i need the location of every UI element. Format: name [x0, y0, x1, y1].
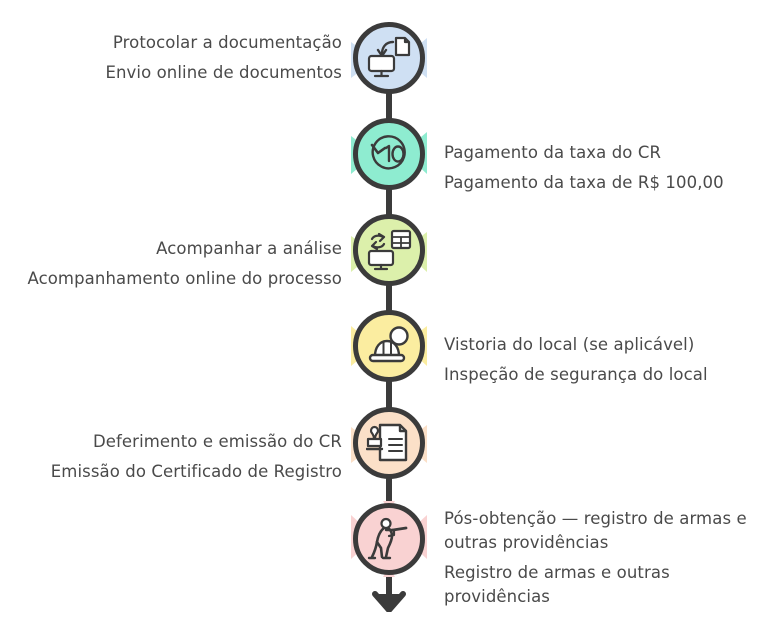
step-6-node[interactable]: [351, 501, 427, 577]
step-2-subtitle: Pagamento da taxa de R$ 100,00: [444, 173, 724, 192]
timeline-step-5[interactable]: Deferimento e emissão do CR Emissão do C…: [0, 407, 770, 503]
shooter-with-rifle-icon: [367, 517, 408, 560]
step-1-subtitle: Envio online de documentos: [105, 63, 342, 82]
step-5-node[interactable]: [351, 407, 427, 479]
step-1-circle[interactable]: [353, 22, 425, 94]
timeline-step-3[interactable]: Acompanhar a análise Acompanhamento onli…: [0, 214, 770, 310]
step-1-title: Protocolar a documentação: [112, 33, 342, 52]
step-6-subtitle: Registro de armas e outras providências: [444, 563, 670, 606]
timeline-step-2[interactable]: Pagamento da taxa do CR Pagamento da tax…: [0, 118, 770, 214]
timeline-spine: [386, 22, 392, 585]
step-3-subtitle: Acompanhamento online do processo: [27, 269, 342, 288]
step-4-node[interactable]: [351, 310, 427, 382]
step-2-labels: Pagamento da taxa do CR Pagamento da tax…: [444, 118, 770, 218]
step-4-title: Vistoria do local (se aplicável): [444, 335, 695, 354]
step-5-title: Deferimento e emissão do CR: [92, 432, 342, 451]
step-1-node[interactable]: [351, 22, 427, 94]
stamped-document-icon: [366, 423, 408, 462]
step-6-circle[interactable]: [353, 503, 425, 575]
step-3-labels: Acompanhar a análise Acompanhamento onli…: [12, 214, 342, 314]
step-5-circle[interactable]: [353, 407, 425, 479]
step-6-title: Pós-obtenção — registro de armas e outra…: [444, 509, 747, 552]
timeline-step-6[interactable]: Pós-obtenção — registro de armas e outra…: [0, 501, 770, 606]
step-2-title: Pagamento da taxa do CR: [444, 143, 662, 162]
step-2-circle[interactable]: [353, 118, 425, 190]
step-5-labels: Deferimento e emissão do CR Emissão do C…: [12, 407, 342, 507]
monitor-spreadsheet-sync-icon: [367, 229, 412, 271]
step-1-labels: Protocolar a documentação Envio online d…: [12, 22, 342, 94]
rewind-10-circular-arrow-icon: [370, 135, 406, 170]
step-4-labels: Vistoria do local (se aplicável) Inspeçã…: [444, 310, 770, 410]
timeline-end-arrow-icon: [372, 578, 406, 612]
step-4-subtitle: Inspeção de segurança do local: [444, 365, 708, 384]
step-3-circle[interactable]: [353, 214, 425, 286]
monitor-document-upload-icon: [367, 36, 411, 78]
step-2-node[interactable]: [351, 118, 427, 190]
timeline-step-1[interactable]: Protocolar a documentação Envio online d…: [0, 22, 770, 118]
timeline-step-4[interactable]: Vistoria do local (se aplicável) Inspeçã…: [0, 310, 770, 406]
step-5-subtitle: Emissão do Certificado de Registro: [50, 462, 342, 481]
step-6-labels: Pós-obtenção — registro de armas e outra…: [444, 503, 770, 613]
step-3-title: Acompanhar a análise: [156, 239, 342, 258]
step-3-node[interactable]: [351, 214, 427, 286]
step-4-circle[interactable]: [353, 310, 425, 382]
hardhat-magnifier-icon: [368, 326, 409, 363]
